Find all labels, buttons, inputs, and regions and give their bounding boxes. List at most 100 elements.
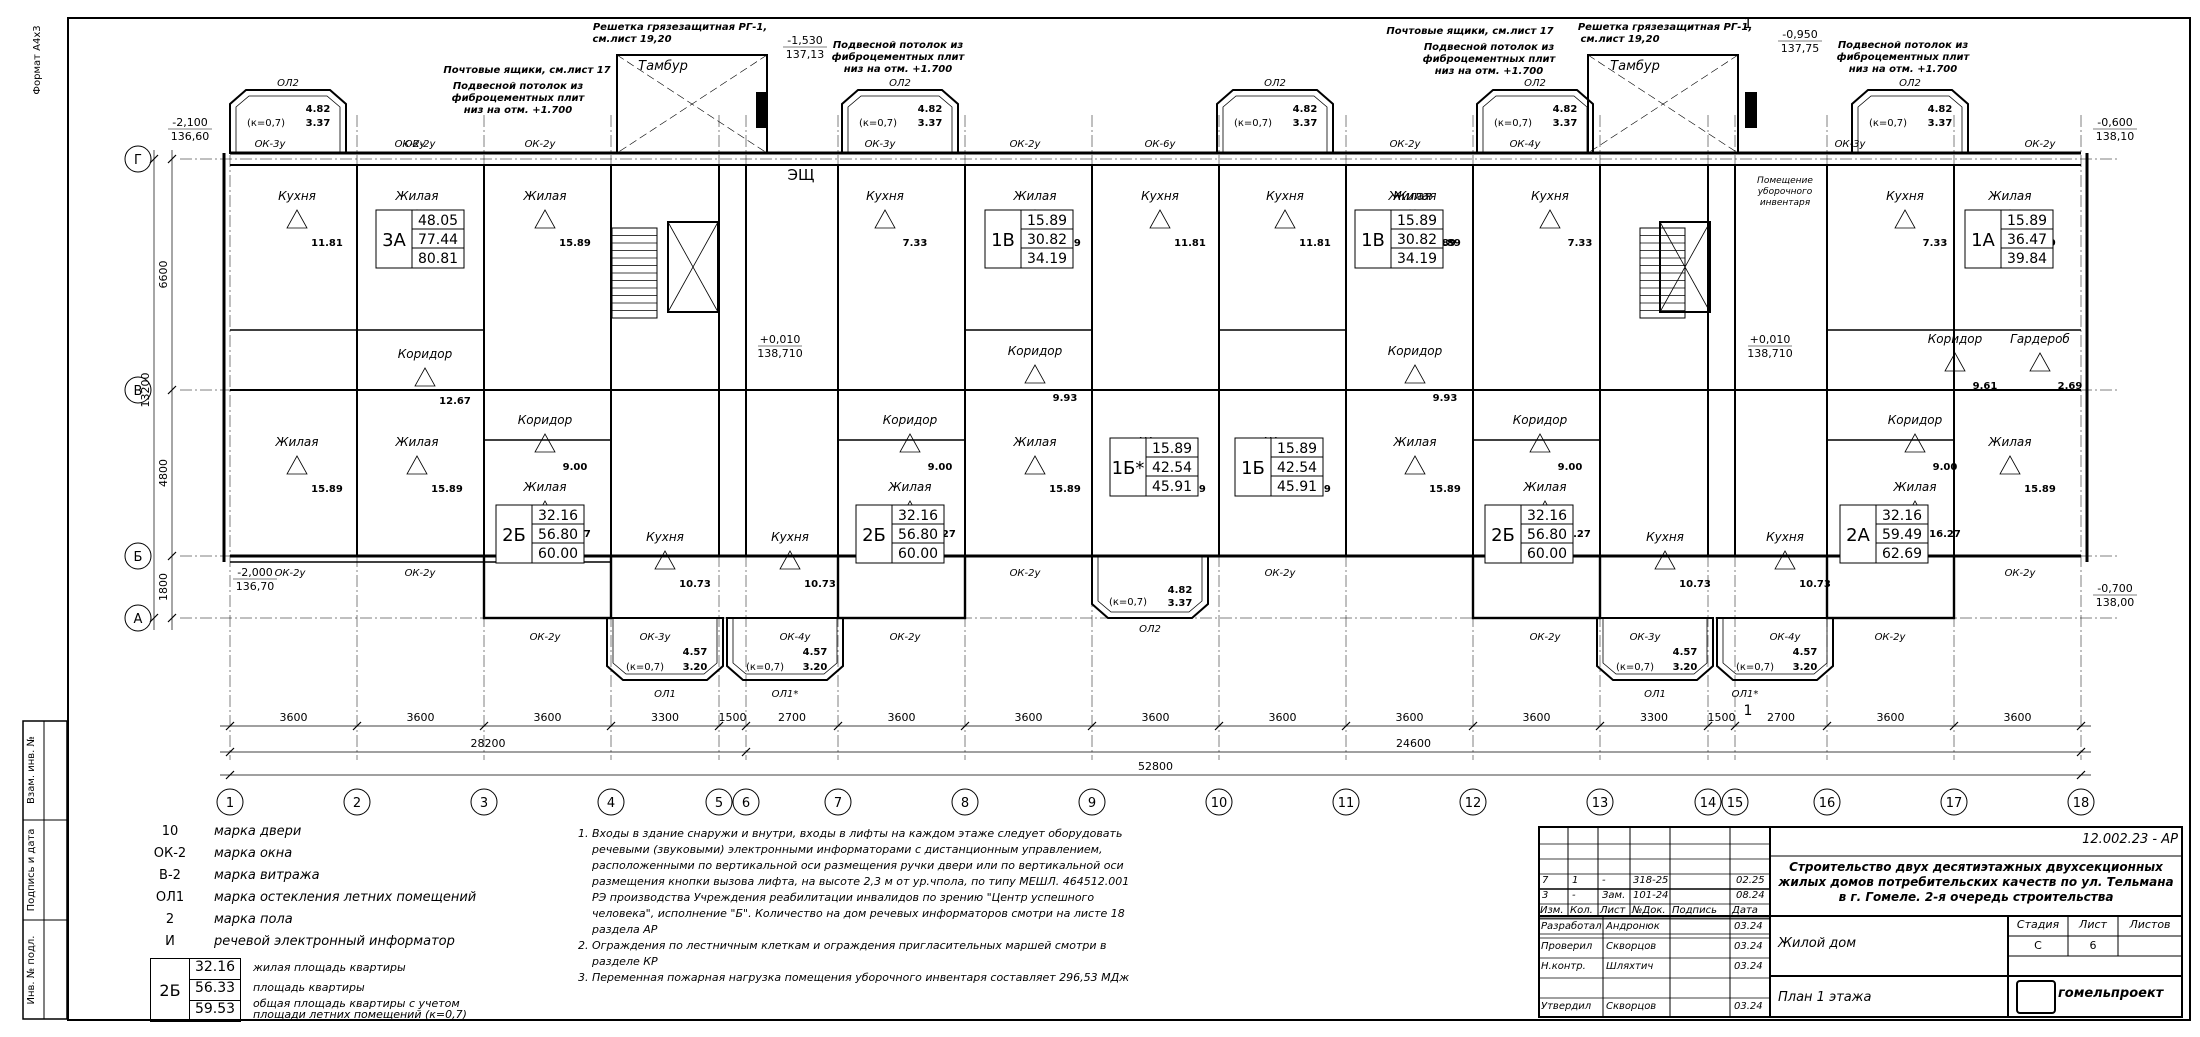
room-name: Жилая: [888, 480, 932, 494]
legend-txt-floor: марка пола: [214, 911, 293, 927]
window-mark: ОК-2у: [1010, 139, 1042, 150]
apartment-living-area: 32.16: [898, 508, 938, 524]
floor-mark-icon: [1404, 455, 1426, 475]
dim-col: 3600: [2004, 711, 2032, 724]
room-name: Жилая: [523, 480, 567, 494]
legend-apt-lc: общая площадь квартиры с учетом площади …: [253, 997, 467, 1021]
callout-ceiling: фиброцементных плит: [452, 92, 586, 104]
loggia-area-a: 4.82: [1293, 104, 1318, 115]
callout-ceiling: Подвесной потолок из: [1838, 40, 1969, 51]
format-label: Формат А4х3: [32, 25, 43, 94]
room-name: Жилая: [1013, 189, 1057, 203]
rev-izm: 3: [1542, 890, 1549, 901]
apartment-area: 30.82: [1027, 232, 1067, 248]
axis-bubble-col: [597, 788, 625, 816]
side-label-1: Подпись и дата: [26, 829, 37, 912]
rev-header: Подпись: [1672, 905, 1717, 916]
level-mark-abs: 137,75: [1781, 42, 1820, 55]
level-mark-abs: 138,710: [1747, 347, 1793, 360]
room-name: Жилая: [275, 435, 319, 449]
loggia-glazing-mark: ОЛ1*: [772, 689, 799, 700]
loggia-coef: (к=0,7): [1869, 118, 1907, 129]
floor-mark-icon: [1529, 433, 1551, 453]
loggia-area-b: 3.37: [1168, 598, 1193, 609]
signer-role: Проверил: [1541, 941, 1593, 952]
window-mark: ОК-2у: [1875, 632, 1907, 643]
apartment-area: 56.80: [1527, 527, 1567, 543]
legend-apt-c: 59.53: [194, 1001, 236, 1017]
loggia-area-b: 3.37: [1928, 118, 1953, 129]
floor-mark-icon: [286, 209, 308, 229]
legend-txt-informer: речевой электронный информатор: [214, 933, 455, 949]
level-mark: -0,700: [2097, 582, 2132, 595]
tb-sheet-title: План 1 этажа: [1778, 990, 1872, 1005]
loggia-area-a: 4.57: [683, 647, 708, 658]
axis-label-col: 6: [742, 796, 750, 811]
room-name: Кухня: [771, 530, 809, 544]
room-name: Жилая: [1013, 435, 1057, 449]
window-mark: ОК-4у: [780, 632, 812, 643]
section-mark: 1: [1744, 16, 1753, 32]
room-area: 2.69: [2058, 381, 2083, 392]
loggia-area-b: 3.37: [918, 118, 943, 129]
signer-date: 03.24: [1734, 1001, 1763, 1012]
window-mark: ОК-6у: [1145, 139, 1177, 150]
legend-txt-door: марка двери: [214, 823, 302, 839]
dim-col: 3600: [1015, 711, 1043, 724]
floor-mark-icon: [899, 433, 921, 453]
dim-col: 3300: [651, 711, 679, 724]
title-block: 12.002.23 - АР Строительство двух десяти…: [1538, 826, 2183, 1018]
loggia-area-b: 3.37: [1553, 118, 1578, 129]
legend-sym-informer: И: [165, 933, 175, 949]
level-mark-abs: 136,70: [236, 580, 275, 593]
room-area: 15.89: [431, 484, 463, 495]
room-name: Жилая: [395, 435, 439, 449]
loggia-area-a: 4.57: [1793, 647, 1818, 658]
rev-header: Изм.: [1540, 905, 1564, 916]
signer-name: Скворцов: [1606, 941, 1657, 952]
loggia-area-b: 3.20: [683, 662, 708, 673]
axis-label-col: 11: [1338, 796, 1355, 811]
room-name: Жилая: [1893, 480, 1937, 494]
loggia-glazing-mark: ОЛ2: [1524, 78, 1546, 89]
floor-mark-icon: [1149, 209, 1171, 229]
loggia-area-b: 3.20: [803, 662, 828, 673]
apartment-living-area: 15.89: [1277, 441, 1317, 457]
axis-bubble-col: [1459, 788, 1487, 816]
apartment-total-area: 60.00: [538, 546, 578, 562]
apartment-type: 1В: [991, 230, 1015, 251]
window-mark: ОК-4у: [1770, 632, 1802, 643]
dim-col: 1500: [719, 711, 747, 724]
note-1: Входы в здание снаружи и внутри, входы в…: [592, 826, 1130, 938]
signer-name: Андронюк: [1606, 921, 1660, 932]
room-name: Жилая: [523, 189, 567, 203]
dim-col: 3600: [1142, 711, 1170, 724]
dim-col: 3600: [888, 711, 916, 724]
apartment-total-area: 34.19: [1027, 251, 1067, 267]
dim-col: 2700: [778, 711, 806, 724]
legend-sym-floor: 2: [165, 911, 175, 927]
room-name: Кухня: [1766, 530, 1804, 544]
room-area: 15.89: [1429, 484, 1461, 495]
loggia-coef: (к=0,7): [1109, 597, 1147, 608]
apartment-living-area: 15.89: [2007, 213, 2047, 229]
apartment-type: 2Б: [502, 525, 526, 546]
axis-bubble-col: [1332, 788, 1360, 816]
loggia-area-a: 4.57: [1673, 647, 1698, 658]
floor-mark-icon: [1024, 364, 1046, 384]
loggia-area-a: 4.82: [1553, 104, 1578, 115]
loggia-coef: (к=0,7): [746, 662, 784, 673]
dim-col: 3600: [534, 711, 562, 724]
window-mark: ОК-3у: [865, 139, 897, 150]
floor-mark-icon: [2029, 352, 2051, 372]
axis-bubble-row: [124, 604, 152, 632]
apartment-living-area: 15.89: [1027, 213, 1067, 229]
dim-row: 4800: [157, 459, 170, 487]
room-area: 10.73: [679, 579, 711, 590]
